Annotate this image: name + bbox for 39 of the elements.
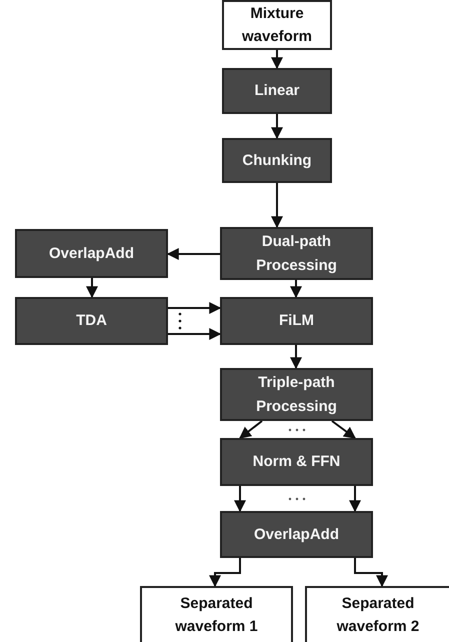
process-box: [305, 586, 449, 642]
box-label: Separated waveform 2: [336, 594, 420, 637]
process-box: [222, 138, 332, 183]
box-label: Norm & FFN: [252, 452, 340, 472]
process-box: [220, 368, 373, 421]
box-label: OverlapAdd: [254, 524, 340, 545]
arrow: [168, 302, 222, 314]
process-box: [15, 297, 168, 345]
process-box: [220, 227, 373, 280]
arrow: [271, 183, 283, 228]
arrow: [349, 486, 361, 512]
process-box: [220, 297, 373, 345]
arrow: [271, 114, 283, 140]
process-box: [222, 68, 332, 114]
box-label: Mixture waveform: [240, 4, 314, 47]
box-label: Triple-path Processing: [255, 373, 338, 416]
arrow: [168, 328, 222, 340]
arrow: [290, 345, 302, 370]
box-label: Linear: [254, 81, 300, 102]
process-box: [140, 586, 293, 642]
arrow: [209, 558, 241, 588]
arrow: [290, 280, 302, 298]
box-label: TDA: [76, 311, 107, 332]
arrow: [166, 248, 220, 260]
arrow: [354, 558, 388, 588]
process-box: [222, 0, 332, 50]
arrow: [331, 420, 356, 439]
arrow: [239, 420, 263, 439]
box-label: OverlapAdd: [48, 244, 134, 264]
arrow: [234, 486, 246, 512]
process-box: [15, 229, 168, 278]
arrow: [271, 50, 283, 70]
box-label: FiLM: [279, 311, 314, 332]
box-label: Dual-path Processing: [255, 232, 338, 276]
arrow: [86, 278, 98, 298]
process-box: [220, 438, 373, 486]
process-box: [220, 511, 373, 558]
box-label: Chunking: [242, 150, 312, 171]
box-label: Separated waveform 1: [174, 594, 259, 637]
